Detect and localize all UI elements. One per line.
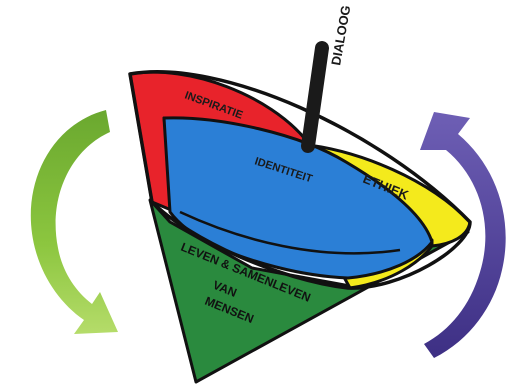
label-dialoog: DIALOOG	[328, 4, 353, 66]
circular-arrow-right-icon	[420, 112, 506, 358]
spinning-top-icon	[128, 41, 472, 384]
circular-arrow-left-icon	[30, 110, 118, 334]
dialoog-stick	[301, 41, 329, 153]
